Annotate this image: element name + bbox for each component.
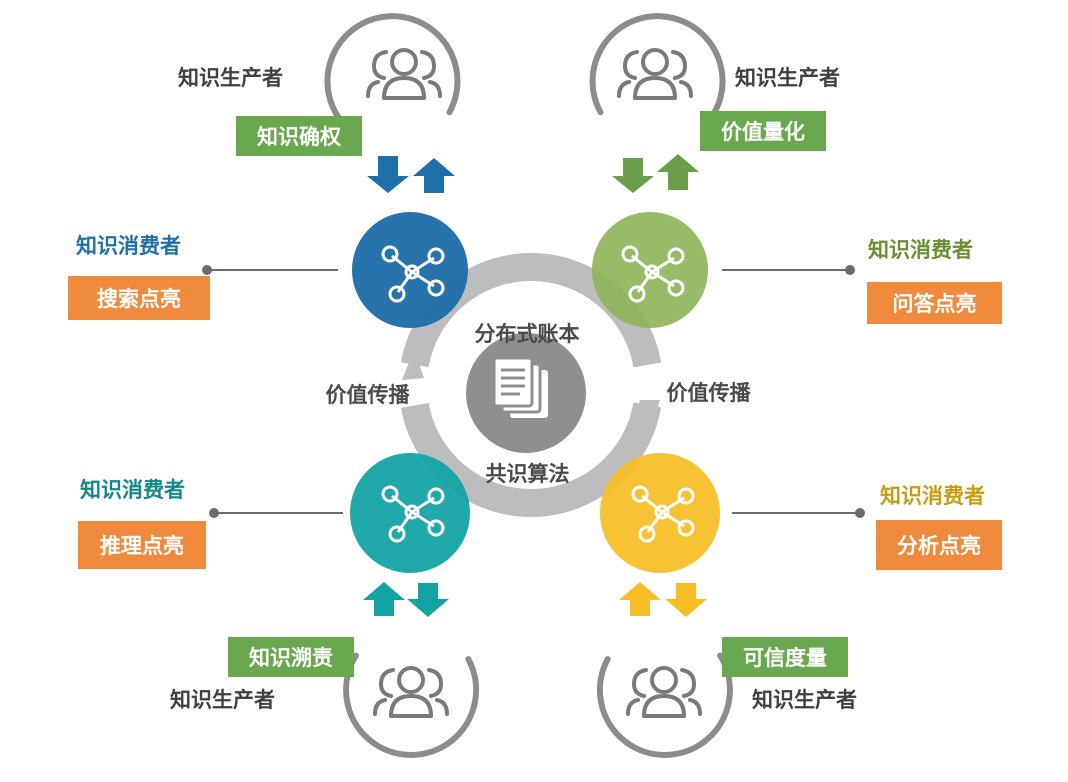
people-group-icon: [366, 48, 442, 100]
documents-icon: [492, 356, 548, 418]
node-bottom-right: [600, 453, 720, 573]
center-bottom-label: 共识算法: [485, 462, 570, 486]
node-top-right: [592, 212, 708, 328]
producer-tag-bottom-left: 知识溯责: [228, 637, 354, 677]
producer-ring-top-left: [324, 13, 461, 120]
producer-name-top-left: 知识生产者: [178, 66, 283, 90]
consumer-tag-top-left: 搜索点亮: [68, 276, 210, 320]
producer-ring-bottom-right: [596, 652, 733, 758]
node-bottom-left: [350, 453, 470, 573]
people-group-icon: [373, 666, 449, 718]
people-group-icon: [617, 48, 693, 100]
consumer-tag-bottom-left: 推理点亮: [78, 521, 206, 569]
people-group-icon: [626, 666, 702, 718]
consumer-connector-lines: [202, 265, 865, 518]
up-down-arrows-icon: [363, 154, 707, 617]
consumer-name-bottom-left: 知识消费者: [80, 478, 185, 502]
cycle-ring: [399, 253, 663, 517]
consumer-tag-bottom-right: 分析点亮: [876, 520, 1002, 570]
center-hub: [466, 333, 586, 453]
cycle-right-label: 价值传播: [666, 381, 751, 405]
consumer-tag-top-right: 问答点亮: [867, 282, 1002, 324]
producer-ring-top-right: [589, 13, 726, 120]
producer-tag-bottom-right: 可信度量: [722, 637, 848, 677]
producer-name-bottom-left: 知识生产者: [170, 688, 275, 712]
producer-ring-bottom-left: [343, 652, 480, 758]
consumer-name-top-right: 知识消费者: [868, 238, 973, 262]
consumer-name-bottom-right: 知识消费者: [880, 484, 985, 508]
producer-tag-top-left: 知识确权: [236, 116, 362, 156]
node-top-left: [352, 212, 468, 328]
producer-name-bottom-right: 知识生产者: [752, 688, 857, 712]
consumer-name-top-left: 知识消费者: [76, 234, 181, 258]
producer-tag-top-right: 价值量化: [700, 111, 826, 151]
cycle-left-label: 价值传播: [325, 383, 410, 407]
center-top-label: 分布式账本: [474, 322, 580, 346]
producer-name-top-right: 知识生产者: [735, 66, 840, 90]
